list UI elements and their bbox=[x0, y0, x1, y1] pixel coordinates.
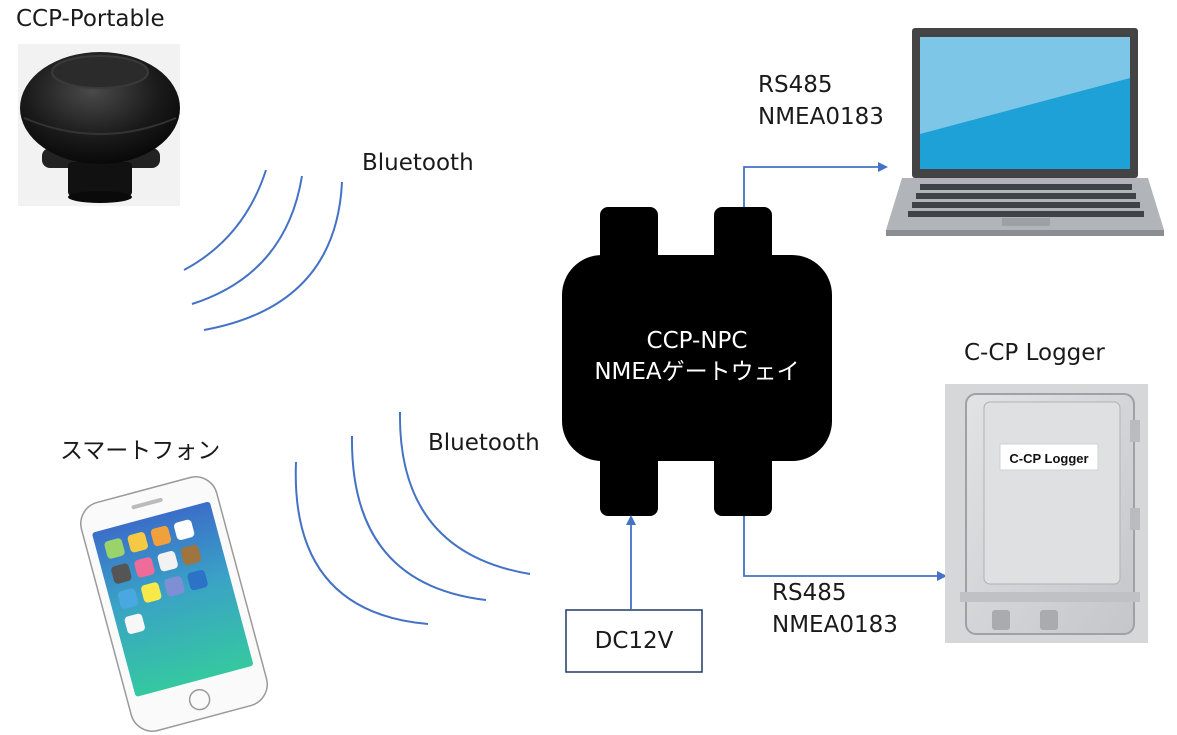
logger-connector bbox=[743, 516, 947, 581]
bluetooth-waves-bottom bbox=[294, 411, 531, 625]
logger-title: C-CP Logger bbox=[964, 340, 1105, 366]
bluetooth-label-top: Bluetooth bbox=[362, 150, 474, 176]
bluetooth-waves-top bbox=[183, 169, 343, 331]
ccp-portable-title: CCP-Portable bbox=[16, 6, 165, 32]
smartphone-title: スマートフォン bbox=[60, 438, 221, 464]
power-box-label: DC12V bbox=[594, 628, 674, 654]
logger-link-line2: NMEA0183 bbox=[772, 611, 898, 638]
laptop-link-line1: RS485 bbox=[758, 72, 833, 98]
connector-lines bbox=[626, 162, 947, 609]
logger-link-line1: RS485 bbox=[772, 580, 847, 606]
power-box bbox=[565, 609, 703, 673]
laptop-image bbox=[886, 28, 1164, 236]
smartphone-image bbox=[80, 476, 268, 732]
logger-box-image: C-CP Logger bbox=[945, 384, 1148, 643]
bluetooth-label-bottom: Bluetooth bbox=[428, 430, 540, 456]
laptop-link-line2: NMEA0183 bbox=[758, 103, 884, 130]
laptop-connector bbox=[743, 162, 888, 207]
laptop-link-label: RS485 NMEA0183 bbox=[758, 70, 884, 133]
logger-sticker-text: C-CP Logger bbox=[1009, 451, 1088, 466]
ccp-portable-device-image bbox=[18, 44, 180, 206]
gateway-device bbox=[562, 207, 832, 516]
gateway-label: CCP-NPC NMEAゲートウェイ bbox=[562, 326, 832, 388]
gateway-label-line1: CCP-NPC bbox=[646, 328, 748, 354]
logger-link-label: RS485 NMEA0183 bbox=[772, 578, 898, 641]
gateway-label-line2: NMEAゲートウェイ bbox=[594, 359, 800, 386]
